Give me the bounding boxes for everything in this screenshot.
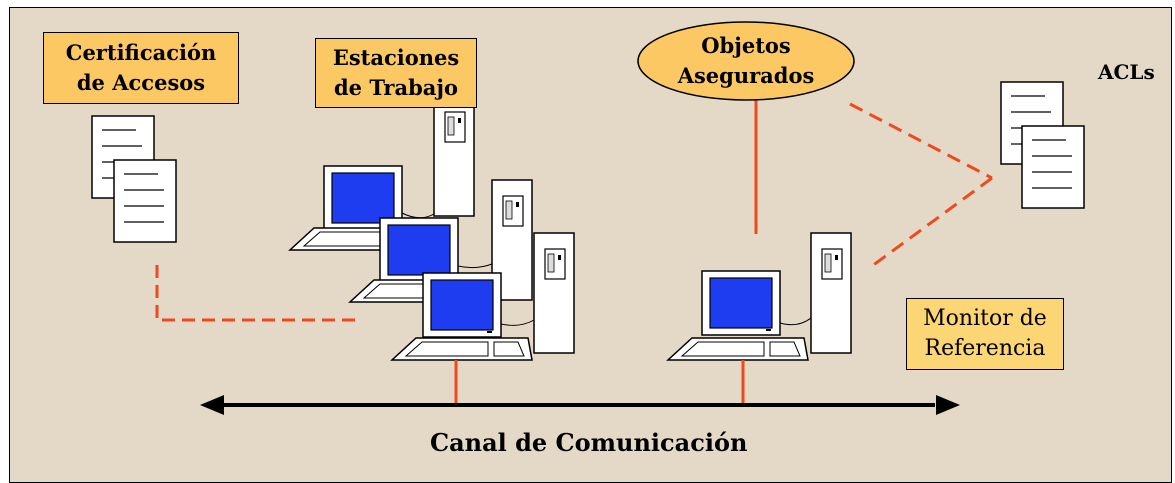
acl-documents-icon xyxy=(1000,81,1085,209)
acls-label: ACLs xyxy=(1098,60,1155,84)
secured-objects-label: Objetos Asegurados xyxy=(677,33,815,88)
reference-monitor-label: Monitor de Referencia xyxy=(906,298,1064,370)
workstations-label: Estaciones de Trabajo xyxy=(315,38,477,108)
diagram-graphics xyxy=(91,21,1085,415)
access-cert-documents-icon xyxy=(91,115,177,243)
diagram-canvas: Certificación de Accesos Estaciones de T… xyxy=(9,7,1172,483)
reference-monitor-computer-icon xyxy=(667,232,852,361)
channel-label: Canal de Comunicación xyxy=(430,428,748,457)
secured-objects-ellipse xyxy=(637,21,855,101)
channel-arrow xyxy=(200,395,960,415)
access-cert-label: Certificación de Accesos xyxy=(43,32,239,104)
connector-lines xyxy=(155,88,993,406)
